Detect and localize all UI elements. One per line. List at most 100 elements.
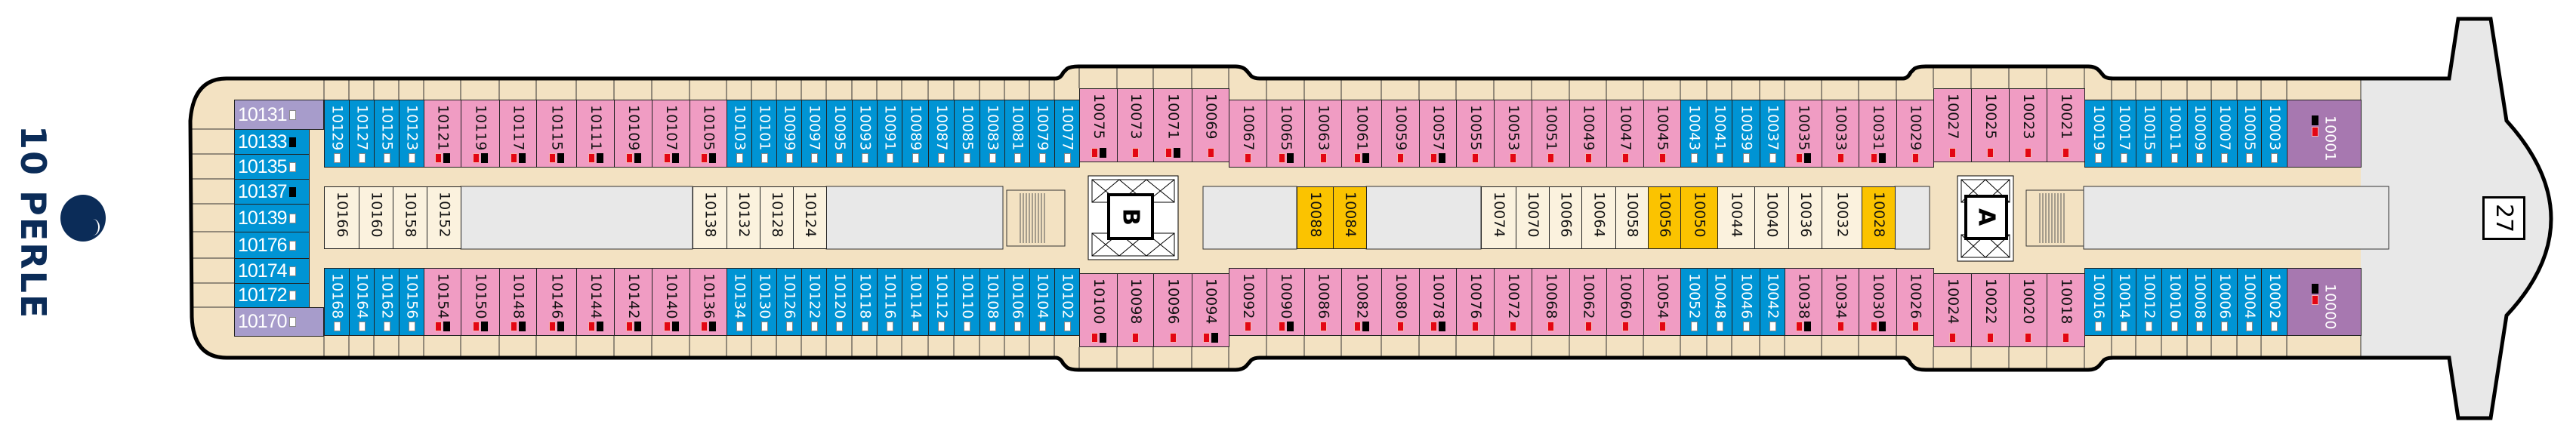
cabin-10174[interactable]: 10174 — [234, 258, 310, 284]
cabin-10106[interactable]: 10106 — [1004, 268, 1030, 336]
cabin-10095[interactable]: 10095 — [826, 100, 853, 168]
cabin-10043[interactable]: 10043 — [1680, 100, 1708, 168]
cabin-10004[interactable]: 10004 — [2237, 268, 2262, 336]
cabin-10120[interactable]: 10120 — [826, 268, 853, 336]
cabin-10109[interactable]: 10109 — [614, 100, 652, 168]
cabin-10158[interactable]: 10158 — [393, 186, 427, 249]
cabin-10104[interactable]: 10104 — [1029, 268, 1055, 336]
cabin-10045[interactable]: 10045 — [1643, 100, 1681, 168]
cabin-10150[interactable]: 10150 — [461, 268, 500, 336]
cabin-10086[interactable]: 10086 — [1304, 268, 1342, 336]
cabin-10068[interactable]: 10068 — [1532, 268, 1570, 336]
cabin-10062[interactable]: 10062 — [1569, 268, 1607, 336]
cabin-10164[interactable]: 10164 — [349, 268, 375, 336]
cabin-10059[interactable]: 10059 — [1381, 100, 1420, 168]
cabin-10005[interactable]: 10005 — [2237, 100, 2262, 168]
cabin-10072[interactable]: 10072 — [1494, 268, 1532, 336]
cabin-10082[interactable]: 10082 — [1341, 268, 1382, 336]
cabin-10127[interactable]: 10127 — [349, 100, 375, 168]
cabin-10098[interactable]: 10098 — [1117, 273, 1154, 347]
cabin-10047[interactable]: 10047 — [1606, 100, 1644, 168]
cabin-10042[interactable]: 10042 — [1760, 268, 1785, 336]
cabin-10168[interactable]: 10168 — [324, 268, 350, 336]
cabin-10123[interactable]: 10123 — [399, 100, 424, 168]
cabin-10136[interactable]: 10136 — [690, 268, 727, 336]
cabin-10023[interactable]: 10023 — [2009, 88, 2047, 162]
cabin-10100[interactable]: 10100 — [1079, 273, 1118, 347]
cabin-10133[interactable]: 10133 — [234, 129, 310, 155]
cabin-10134[interactable]: 10134 — [727, 268, 752, 336]
cabin-10126[interactable]: 10126 — [776, 268, 802, 336]
cabin-10116[interactable]: 10116 — [877, 268, 902, 336]
cabin-10087[interactable]: 10087 — [928, 100, 955, 168]
cabin-10139[interactable]: 10139 — [234, 204, 310, 232]
cabin-10025[interactable]: 10025 — [1971, 88, 2010, 162]
cabin-10014[interactable]: 10014 — [2112, 268, 2136, 336]
cabin-10148[interactable]: 10148 — [499, 268, 537, 336]
cabin-10115[interactable]: 10115 — [536, 100, 577, 168]
cabin-10083[interactable]: 10083 — [979, 100, 1005, 168]
cabin-10076[interactable]: 10076 — [1456, 268, 1495, 336]
cabin-10030[interactable]: 10030 — [1859, 268, 1897, 336]
cabin-10049[interactable]: 10049 — [1569, 100, 1607, 168]
cabin-10096[interactable]: 10096 — [1153, 273, 1192, 347]
cabin-10006[interactable]: 10006 — [2211, 268, 2238, 336]
cabin-10058[interactable]: 10058 — [1615, 186, 1649, 249]
cabin-10057[interactable]: 10057 — [1419, 100, 1457, 168]
cabin-10111[interactable]: 10111 — [576, 100, 615, 168]
cabin-10138[interactable]: 10138 — [693, 186, 727, 249]
cabin-10080[interactable]: 10080 — [1381, 268, 1420, 336]
cabin-10093[interactable]: 10093 — [852, 100, 878, 168]
cabin-10094[interactable]: 10094 — [1192, 273, 1229, 347]
cabin-10084[interactable]: 10084 — [1333, 186, 1367, 249]
cabin-10065[interactable]: 10065 — [1266, 100, 1305, 168]
cabin-10053[interactable]: 10053 — [1494, 100, 1532, 168]
cabin-10026[interactable]: 10026 — [1896, 268, 1934, 336]
cabin-10028[interactable]: 10028 — [1862, 186, 1896, 249]
cabin-10054[interactable]: 10054 — [1643, 268, 1681, 336]
cabin-10112[interactable]: 10112 — [928, 268, 955, 336]
cabin-10103[interactable]: 10103 — [727, 100, 752, 168]
cabin-10075[interactable]: 10075 — [1079, 88, 1118, 162]
cabin-10012[interactable]: 10012 — [2136, 268, 2162, 336]
cabin-10125[interactable]: 10125 — [374, 100, 400, 168]
cabin-10114[interactable]: 10114 — [902, 268, 929, 336]
cabin-10154[interactable]: 10154 — [424, 268, 461, 336]
cabin-10067[interactable]: 10067 — [1229, 100, 1267, 168]
cabin-10166[interactable]: 10166 — [324, 186, 359, 249]
cabin-10090[interactable]: 10090 — [1266, 268, 1305, 336]
cabin-10162[interactable]: 10162 — [374, 268, 400, 336]
cabin-10140[interactable]: 10140 — [652, 268, 690, 336]
cabin-10064[interactable]: 10064 — [1581, 186, 1616, 249]
cabin-10020[interactable]: 10020 — [2009, 273, 2047, 347]
cabin-10160[interactable]: 10160 — [359, 186, 393, 249]
cabin-10009[interactable]: 10009 — [2187, 100, 2212, 168]
cabin-10085[interactable]: 10085 — [954, 100, 980, 168]
cabin-10152[interactable]: 10152 — [427, 186, 461, 249]
cabin-10024[interactable]: 10024 — [1933, 273, 1972, 347]
cabin-10099[interactable]: 10099 — [776, 100, 802, 168]
cabin-10073[interactable]: 10073 — [1117, 88, 1154, 162]
cabin-10040[interactable]: 10040 — [1754, 186, 1789, 249]
cabin-10019[interactable]: 10019 — [2084, 100, 2112, 168]
cabin-10017[interactable]: 10017 — [2112, 100, 2136, 168]
cabin-10048[interactable]: 10048 — [1707, 268, 1732, 336]
cabin-10122[interactable]: 10122 — [801, 268, 827, 336]
cabin-10144[interactable]: 10144 — [576, 268, 615, 336]
cabin-10039[interactable]: 10039 — [1732, 100, 1760, 168]
cabin-10033[interactable]: 10033 — [1822, 100, 1859, 168]
cabin-10010[interactable]: 10010 — [2161, 268, 2188, 336]
cabin-10056[interactable]: 10056 — [1648, 186, 1681, 249]
cabin-10092[interactable]: 10092 — [1229, 268, 1267, 336]
cabin-10117[interactable]: 10117 — [499, 100, 537, 168]
cabin-10176[interactable]: 10176 — [234, 232, 310, 259]
cabin-10078[interactable]: 10078 — [1419, 268, 1457, 336]
cabin-10038[interactable]: 10038 — [1785, 268, 1822, 336]
cabin-10034[interactable]: 10034 — [1822, 268, 1859, 336]
cabin-10101[interactable]: 10101 — [751, 100, 777, 168]
cabin-10091[interactable]: 10091 — [877, 100, 902, 168]
cabin-10063[interactable]: 10063 — [1304, 100, 1342, 168]
cabin-10121[interactable]: 10121 — [424, 100, 461, 168]
cabin-10051[interactable]: 10051 — [1532, 100, 1570, 168]
cabin-10007[interactable]: 10007 — [2211, 100, 2238, 168]
